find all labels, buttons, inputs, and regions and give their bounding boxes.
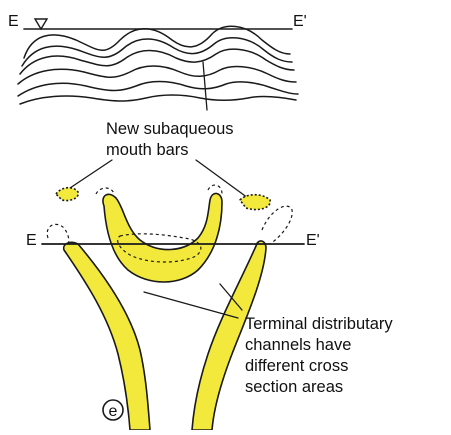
section-top-left-label: E <box>8 13 19 30</box>
section-top-right-label: E' <box>293 13 307 30</box>
section-mid-left-label: E <box>26 232 37 249</box>
central-mouth-bar <box>103 193 222 282</box>
panel-marker: e <box>103 400 123 420</box>
mouth-bars-label-line: New subaqueous <box>106 120 234 138</box>
mouth-bars-label: New subaqueous mouth bars <box>106 120 234 159</box>
channels-label-line: Terminal distributary <box>245 315 393 333</box>
leader-line <box>144 292 238 318</box>
channels-label-line: different cross <box>245 357 348 375</box>
section-mid-right-label: E' <box>306 232 320 249</box>
former-channel-outline <box>96 188 114 194</box>
mouth-bar-left <box>56 188 78 201</box>
leader-line <box>203 62 207 110</box>
leader-line <box>70 160 112 188</box>
section-profile-line <box>24 26 290 58</box>
channels-label-line: channels have <box>245 336 351 354</box>
section-profile-line <box>20 95 296 104</box>
cross-section: E E' <box>8 13 307 110</box>
panel-marker-letter: e <box>109 403 118 420</box>
channels-label-line: section areas <box>245 378 343 396</box>
section-profile-line <box>20 49 294 74</box>
mouth-bar-right <box>240 195 270 210</box>
former-channel-outline <box>262 206 292 244</box>
former-channel-outline <box>208 185 222 194</box>
water-level-icon <box>35 19 47 29</box>
section-profile-line <box>18 82 298 97</box>
mouth-bars-label-line: mouth bars <box>106 141 189 159</box>
channels-label: Terminal distributary channels have diff… <box>245 315 393 396</box>
